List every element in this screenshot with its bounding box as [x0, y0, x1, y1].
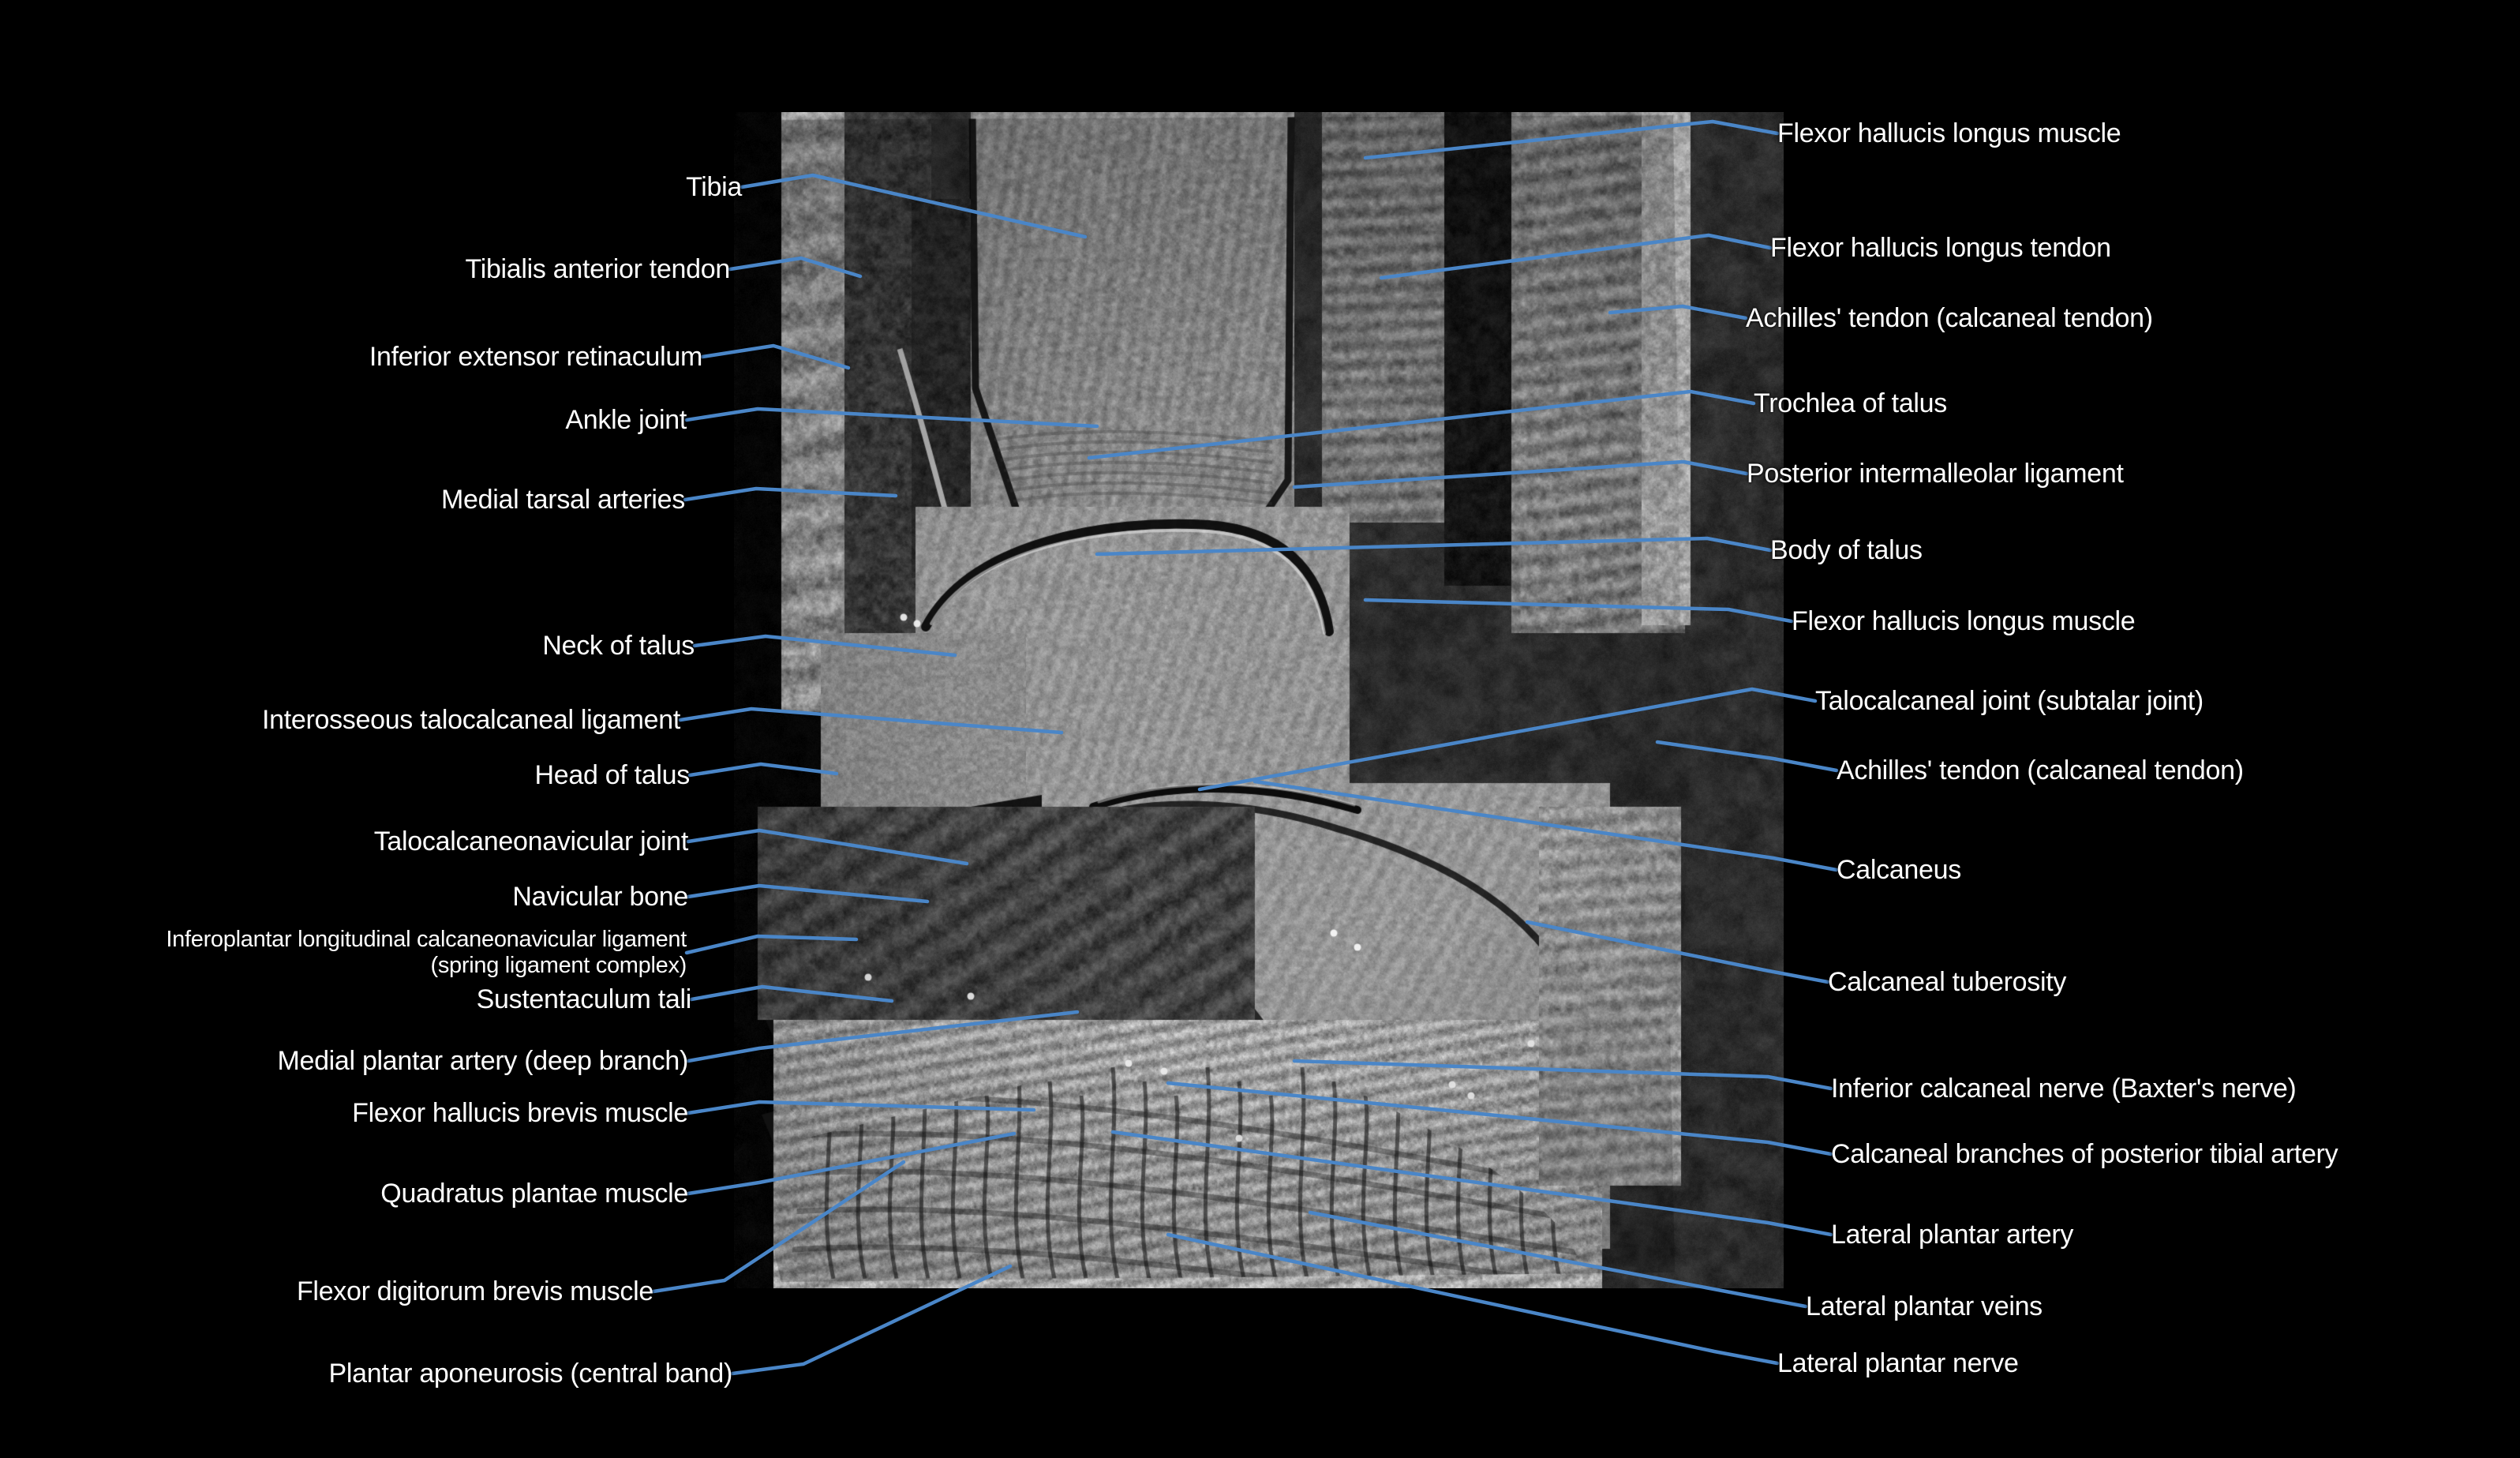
anatomy-label: Head of talus	[534, 760, 691, 790]
anatomy-label: Flexor hallucis longus muscle	[1777, 118, 2121, 148]
anatomy-label: Lateral plantar veins	[1806, 1291, 2043, 1321]
anatomy-label: Flexor hallucis brevis muscle	[352, 1098, 688, 1128]
anatomy-label: Achilles' tendon (calcaneal tendon)	[1837, 755, 2244, 785]
anatomy-label: Lateral plantar nerve	[1777, 1348, 2019, 1378]
anatomy-label: Trochlea of talus	[1754, 388, 1947, 418]
anatomy-label: Flexor hallucis longus tendon	[1770, 233, 2111, 263]
anatomy-label: Plantar aponeurosis (central band)	[328, 1359, 733, 1389]
anatomy-label: Sustentaculum tali	[476, 984, 692, 1014]
anatomy-label: Flexor hallucis longus muscle	[1792, 606, 2136, 636]
anatomy-label-line2: (spring ligament complex)	[430, 953, 687, 978]
anatomy-label: Inferior extensor retinaculum	[369, 342, 702, 372]
anatomy-label: Calcaneal tuberosity	[1828, 967, 2067, 997]
mri-image	[734, 112, 1784, 1288]
anatomy-label: Talocalcaneonavicular joint	[373, 826, 689, 856]
anatomy-label: Inferoplantar longitudinal calcaneonavic…	[166, 927, 687, 979]
anatomy-label: Achilles' tendon (calcaneal tendon)	[1746, 303, 2153, 333]
anatomy-label: Interosseous talocalcaneal ligament	[261, 705, 680, 735]
anatomy-label: Posterior intermalleolar ligament	[1747, 459, 2124, 489]
anatomy-label: Calcaneal branches of posterior tibial a…	[1831, 1139, 2338, 1169]
anatomy-label: Navicular bone	[512, 882, 688, 912]
mri-canvas	[734, 112, 1784, 1288]
anatomy-label: Neck of talus	[542, 631, 695, 661]
anatomy-label: Tibialis anterior tendon	[465, 254, 730, 284]
anatomy-label: Talocalcaneal joint (subtalar joint)	[1815, 686, 2204, 716]
anatomy-label: Body of talus	[1770, 535, 1923, 565]
anatomy-label: Lateral plantar artery	[1831, 1220, 2074, 1250]
anatomy-label-line1: Inferoplantar longitudinal calcaneonavic…	[166, 927, 687, 952]
anatomy-label: Calcaneus	[1837, 855, 1961, 885]
anatomy-label: Inferior calcaneal nerve (Baxter's nerve…	[1831, 1074, 2297, 1104]
anatomy-label: Quadratus plantae muscle	[380, 1179, 688, 1209]
anatomy-label: Medial tarsal arteries	[441, 485, 685, 515]
anatomy-label: Flexor digitorum brevis muscle	[296, 1276, 653, 1306]
anatomy-label: Medial plantar artery (deep branch)	[277, 1046, 688, 1076]
anatomy-label: Tibia	[686, 172, 742, 202]
anatomy-label: Ankle joint	[565, 405, 687, 435]
